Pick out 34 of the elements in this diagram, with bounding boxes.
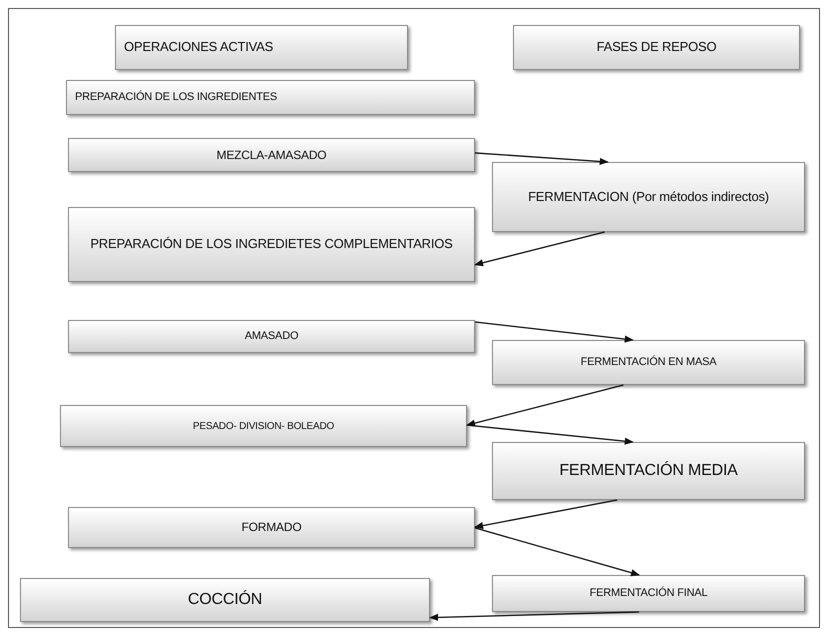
process-box [492, 162, 805, 232]
arrow [474, 321, 634, 343]
box-label: AMASADO [244, 329, 298, 344]
box-label: PESADO- DIVISION- BOLEADO [192, 420, 334, 434]
box-label: FORMADO [242, 519, 302, 536]
box-label: COCCIÓN [188, 589, 262, 610]
box-label: MEZCLA-AMASADO [216, 146, 326, 164]
process-box [20, 578, 430, 622]
box-label: PREPARACIÓN DE LOS INGREDIETES COMPLEMENTARIOS [90, 235, 453, 254]
arrow [474, 231, 605, 266]
process-box [492, 575, 805, 612]
process-box [66, 80, 475, 115]
arrow [429, 611, 640, 621]
box-label: PREPARACIÓN DE LOS INGREDIENTES [75, 90, 278, 106]
process-box [68, 138, 475, 172]
arrow [474, 499, 618, 530]
arrow [466, 424, 634, 445]
box-label: FERMENTACIÓN EN MASA [580, 354, 716, 370]
process-box [60, 405, 467, 447]
box-label: FERMENTACIÓN FINAL [590, 586, 708, 602]
box-label: FASES DE REPOSO [596, 38, 716, 56]
arrow [466, 384, 624, 427]
arrow [474, 152, 609, 166]
process-box [492, 340, 805, 385]
arrow [474, 527, 640, 576]
process-box [68, 320, 475, 353]
box-label: OPERACIONES ACTIVAS [124, 38, 274, 56]
process-box [513, 25, 800, 70]
process-box [68, 207, 475, 282]
box-label: FERMENTACION (Por métodos indirectos) [528, 188, 769, 206]
process-box [68, 507, 475, 548]
box-label: FERMENTACIÓN MEDIA [559, 460, 738, 482]
process-box [115, 25, 408, 70]
process-box [492, 442, 805, 500]
